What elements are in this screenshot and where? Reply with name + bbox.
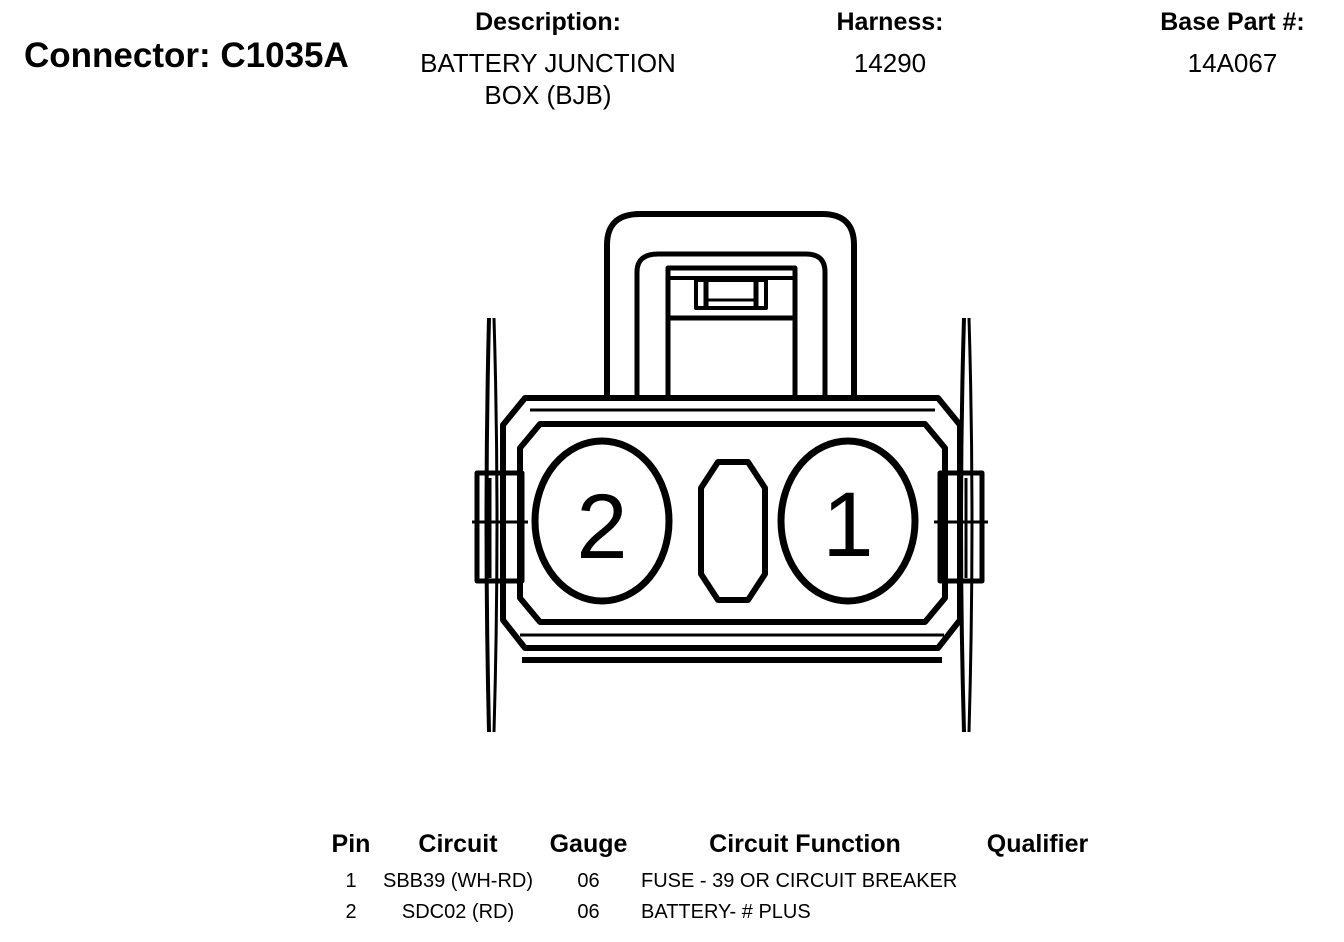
latch-middle bbox=[634, 251, 828, 398]
right-ear bbox=[959, 317, 966, 733]
harness-value: 14290 bbox=[853, 48, 927, 78]
pin-number-2: 2 bbox=[576, 476, 627, 578]
right-clip bbox=[937, 470, 985, 584]
description-value: BATTERY JUNCTION BOX (BJB) bbox=[378, 47, 718, 111]
col-header-gauge: Gauge bbox=[549, 830, 628, 858]
latch-outer bbox=[604, 211, 857, 398]
left-clip bbox=[474, 470, 525, 584]
col-header-pin: Pin bbox=[331, 830, 371, 858]
base-part-label: Base Part #: bbox=[1160, 8, 1305, 36]
pin-cavity-1 bbox=[777, 437, 919, 605]
col-header-circuit: Circuit bbox=[418, 830, 498, 858]
description-line-1: BATTERY JUNCTION bbox=[420, 48, 676, 78]
left-ear-inner bbox=[492, 317, 499, 733]
description-label: Description: bbox=[475, 8, 621, 36]
col-header-circuit-function: Circuit Function bbox=[709, 830, 901, 858]
row-2-function: BATTERY- # PLUS bbox=[641, 901, 811, 923]
description-line-2: BOX (BJB) bbox=[484, 80, 612, 110]
center-key bbox=[698, 459, 768, 603]
right-ear-inner bbox=[967, 317, 974, 733]
pin-cavity-2 bbox=[531, 437, 673, 605]
row-2-circuit: SDC02 (RD) bbox=[401, 901, 515, 923]
housing-outer bbox=[500, 395, 963, 651]
row-2-pin: 2 bbox=[345, 901, 357, 923]
row-1-pin: 1 bbox=[345, 870, 357, 892]
connector-title: Connector: C1035A bbox=[24, 36, 349, 75]
connector-face-diagram: 2 1 bbox=[472, 211, 988, 733]
row-1-gauge: 06 bbox=[577, 870, 600, 892]
latch-window bbox=[694, 278, 768, 310]
row-1-circuit: SBB39 (WH-RD) bbox=[382, 870, 533, 892]
pin-number-1: 1 bbox=[822, 474, 873, 576]
harness-label: Harness: bbox=[836, 8, 944, 36]
row-1-function: FUSE - 39 OR CIRCUIT BREAKER bbox=[641, 870, 958, 892]
base-part-value: 14A067 bbox=[1187, 48, 1278, 78]
col-header-qualifier: Qualifier bbox=[986, 830, 1089, 858]
latch-inner bbox=[665, 265, 798, 398]
row-2-gauge: 06 bbox=[577, 901, 600, 923]
